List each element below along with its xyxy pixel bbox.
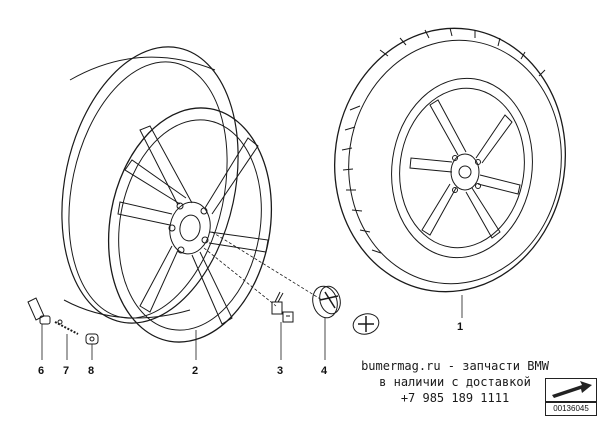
leader-lines xyxy=(41,231,463,360)
shop-watermark: bumermag.ru - запчасти BMW в наличии с д… xyxy=(330,358,580,406)
valve-part-7 xyxy=(54,319,79,335)
watermark-line-1: bumermag.ru - запчасти BMW xyxy=(361,359,549,373)
callout-1: 1 xyxy=(457,321,463,333)
diagram-id-label: 00136045 xyxy=(545,402,597,416)
callout-2: 2 xyxy=(192,365,198,377)
wheel-with-tyre-part-1 xyxy=(333,27,567,293)
wheel-bolt-part-3 xyxy=(271,291,294,323)
watermark-line-3: +7 985 189 1111 xyxy=(400,391,510,405)
arrow-icon xyxy=(552,381,592,398)
valve-part-8 xyxy=(85,333,99,345)
callout-6: 6 xyxy=(38,365,44,377)
watermark-line-2: в наличии с доставкой xyxy=(379,375,531,389)
callout-7: 7 xyxy=(63,365,69,377)
callout-8: 8 xyxy=(88,365,94,377)
direction-arrow-box xyxy=(545,378,597,402)
valve-part-6 xyxy=(27,297,51,325)
callout-3: 3 xyxy=(277,365,283,377)
callout-4: 4 xyxy=(321,365,328,377)
rim-part-2 xyxy=(61,46,273,343)
hub-cap-part-4 xyxy=(312,285,380,335)
